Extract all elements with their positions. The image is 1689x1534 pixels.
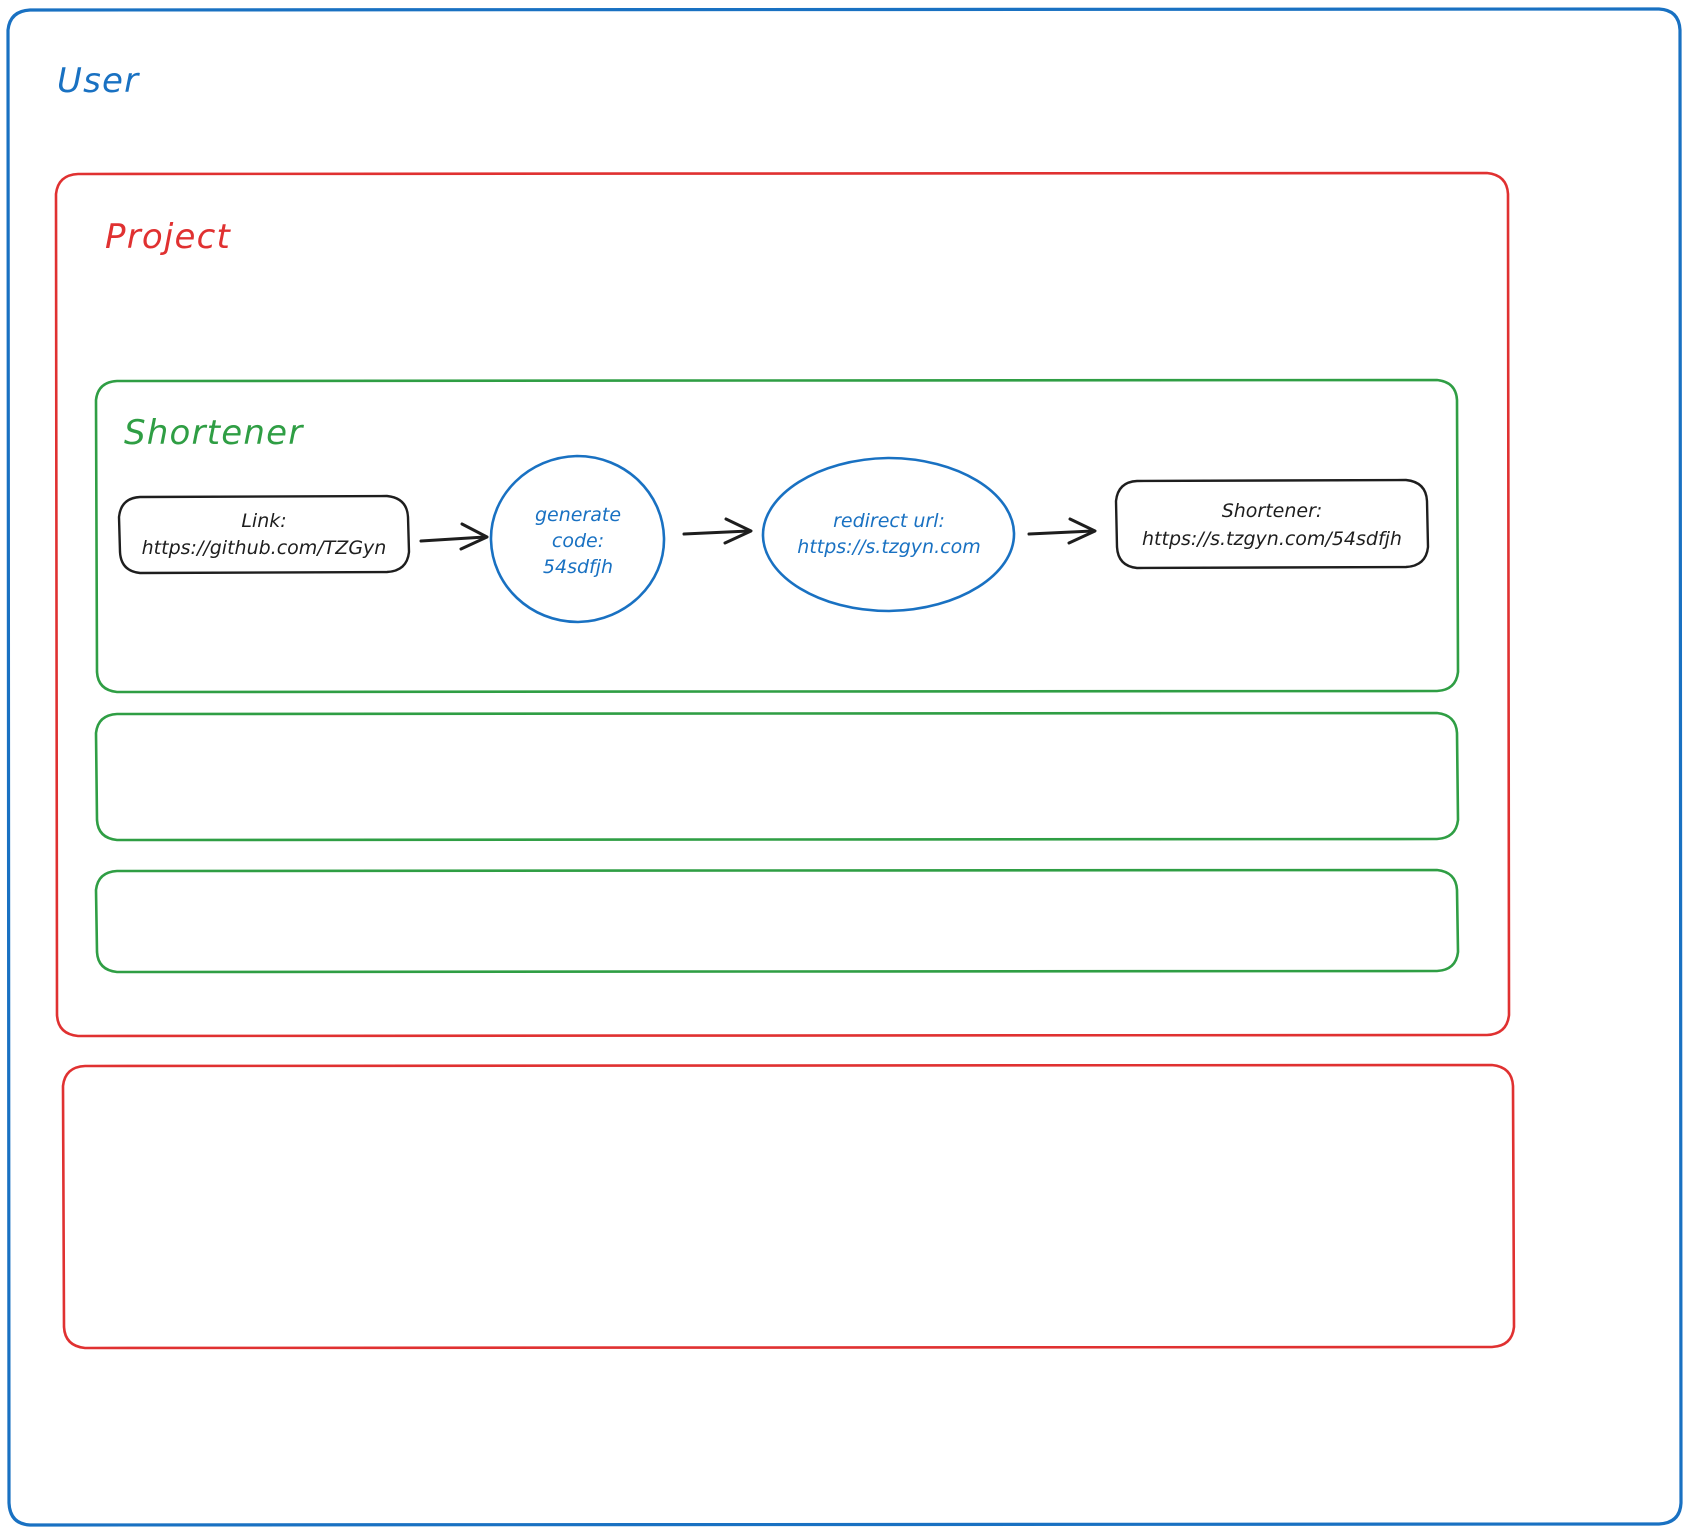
arrow-2-line xyxy=(682,529,751,536)
node-redirect-url-shape xyxy=(761,456,1016,613)
user-container-label: User xyxy=(57,61,140,101)
container-project[interactable]: Project xyxy=(54,171,1511,1038)
node-shortener-result-shape xyxy=(1114,478,1430,570)
arrow-1-line xyxy=(419,535,487,543)
node-generate-code-line-3: 54sdfjh xyxy=(543,556,613,578)
arrow-link-to-generate-code xyxy=(419,522,489,551)
node-generate-code[interactable]: generate code: 54sdfjh xyxy=(489,454,666,624)
node-shortener-result-line-1: Shortener: xyxy=(1222,500,1323,522)
shortener-empty-1-border xyxy=(94,711,1460,842)
container-shortener-empty-2[interactable] xyxy=(94,868,1460,974)
node-link[interactable]: Link: https://github.com/TZGyn xyxy=(117,494,411,575)
node-redirect-url[interactable]: redirect url: https://s.tzgyn.com xyxy=(761,456,1016,613)
shortener-container-label: Shortener xyxy=(124,413,304,453)
shortener-empty-2-border xyxy=(94,868,1460,974)
node-redirect-url-line-1: redirect url: xyxy=(833,510,945,532)
arrow-generate-code-to-redirect-url xyxy=(682,517,753,545)
user-container-border xyxy=(6,7,1683,1527)
node-link-shape xyxy=(117,494,411,575)
node-generate-code-shape xyxy=(489,454,666,624)
arrow-3-head xyxy=(1067,517,1097,545)
shortener-container-border xyxy=(94,378,1460,694)
project-container-label: Project xyxy=(105,217,232,257)
arrow-redirect-url-to-shortener-result xyxy=(1027,517,1097,545)
arrow-1-head xyxy=(459,522,489,551)
node-link-line-1: Link: xyxy=(241,510,286,532)
project-empty-border xyxy=(61,1063,1516,1350)
container-shortener[interactable]: Shortener xyxy=(94,378,1460,694)
project-container-border xyxy=(54,171,1511,1038)
container-shortener-empty-1[interactable] xyxy=(94,711,1460,842)
node-generate-code-line-1: generate xyxy=(535,504,621,526)
arrow-3-line xyxy=(1027,529,1095,536)
arrow-2-head xyxy=(723,517,753,545)
node-generate-code-line-2: code: xyxy=(552,530,604,552)
container-project-empty[interactable] xyxy=(61,1063,1516,1350)
node-link-line-2: https://github.com/TZGyn xyxy=(142,537,387,559)
node-shortener-result[interactable]: Shortener: https://s.tzgyn.com/54sdfjh xyxy=(1114,478,1430,570)
node-shortener-result-line-2: https://s.tzgyn.com/54sdfjh xyxy=(1142,528,1402,550)
node-redirect-url-line-2: https://s.tzgyn.com xyxy=(797,536,980,558)
container-user[interactable]: User xyxy=(6,7,1683,1527)
